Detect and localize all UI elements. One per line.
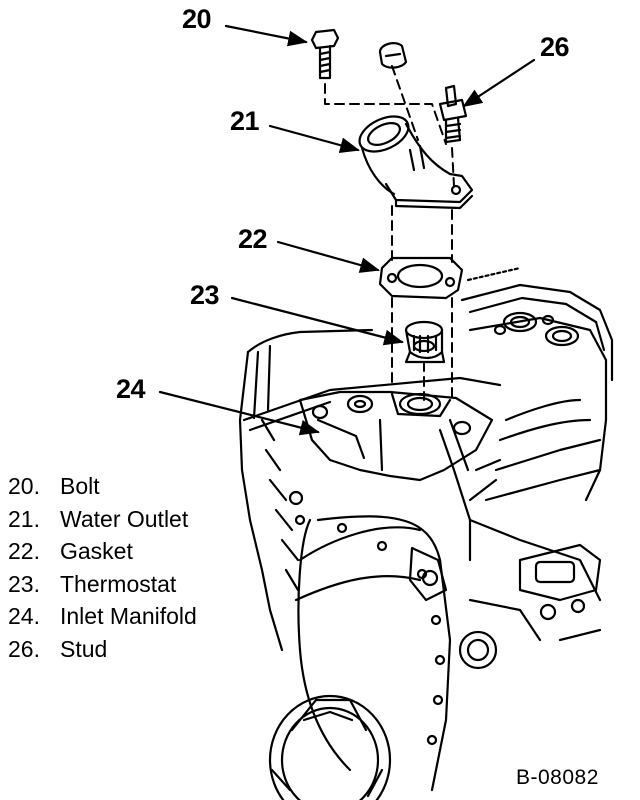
legend-item: 21. Water Outlet: [8, 503, 197, 536]
legend-part-name: Gasket: [60, 538, 133, 564]
bolt-part: [310, 28, 340, 80]
legend-part-name: Thermostat: [60, 570, 177, 597]
legend-part-name: Bolt: [60, 473, 100, 499]
thermostat: [404, 320, 446, 364]
legend-number: 20.: [8, 473, 40, 499]
leader-21: [268, 124, 360, 153]
leader-26: [462, 58, 536, 108]
leader-20: [224, 24, 308, 47]
leader-23: [230, 296, 404, 346]
callout-22: 22: [238, 224, 268, 254]
engine-block: [238, 266, 614, 670]
leader-lines: [158, 24, 536, 436]
callout-21: 21: [230, 106, 260, 136]
callout-26: 26: [540, 32, 570, 62]
legend-part-name: Water Outlet: [60, 505, 189, 532]
legend-item: 23. Thermostat: [8, 568, 197, 601]
water-outlet: [358, 115, 474, 210]
callout-23: 23: [190, 280, 220, 310]
legend-item: 20. Bolt: [8, 470, 197, 503]
callout-20: 20: [182, 4, 212, 34]
figure-id: B-08082: [516, 766, 599, 789]
legend-item: 24. Inlet Manifold: [8, 600, 197, 633]
gasket: [378, 256, 464, 300]
legend-part-name: Inlet Manifold: [60, 603, 197, 629]
alignment-lines: [324, 65, 455, 401]
legend-number: 23.: [8, 570, 40, 597]
leader-22: [276, 240, 380, 273]
legend-number: 24.: [8, 603, 40, 629]
legend-number: 26.: [8, 635, 40, 662]
legend-part-name: Stud: [60, 635, 108, 662]
parts-legend: 20. Bolt 21. Water Outlet 22. Gasket 23.…: [8, 470, 197, 665]
inlet-manifold: [298, 390, 502, 562]
sensor-cap: [378, 42, 408, 69]
legend-number: 22.: [8, 538, 40, 564]
callout-24: 24: [116, 374, 146, 404]
timing-cover: [260, 418, 452, 800]
legend-number: 21.: [8, 505, 40, 532]
legend-item: 26. Stud: [8, 633, 197, 666]
legend-item: 22. Gasket: [8, 535, 197, 568]
stud-part: [438, 84, 468, 144]
leader-24: [158, 390, 320, 436]
